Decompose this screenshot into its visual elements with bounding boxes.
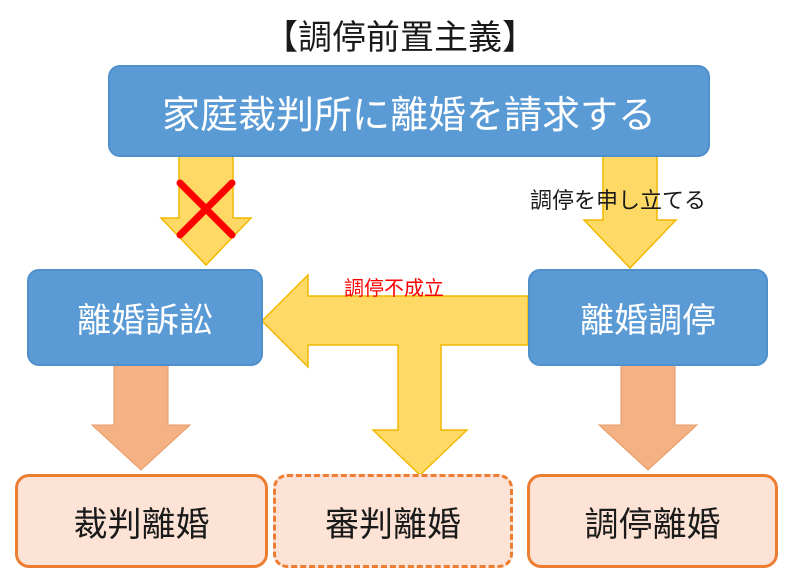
mediation-label: 離婚調停 [580,301,716,341]
trial-divorce-label: 審判離婚 [325,504,461,545]
mediation-failed-arrow [260,273,529,477]
trial-divorce-box: 審判離婚 [273,474,513,568]
mediation-box: 離婚調停 [528,269,768,366]
request-label: 家庭裁判所に離婚を請求する [161,92,656,137]
lawsuit-result-arrow [90,362,192,471]
mediation-divorce-box: 調停離婚 [527,474,778,568]
mediation-divorce-label: 調停離婚 [584,504,721,545]
lawsuit-label: 離婚訴訟 [77,301,213,341]
judicial-divorce-label: 裁判離婚 [73,504,210,545]
request-box: 家庭裁判所に離婚を請求する [108,65,710,157]
file-mediation-label: 調停を申し立てる [530,189,707,214]
diagram-title: 【調停前置主義】 [264,17,536,58]
lawsuit-box: 離婚訴訟 [27,269,263,366]
judicial-divorce-box: 裁判離婚 [15,474,268,568]
mediation-failed-label: 調停不成立 [344,276,444,300]
mediation-result-arrow [597,362,699,471]
cross-mark-icon [176,179,236,239]
file-mediation-arrow [582,154,678,270]
